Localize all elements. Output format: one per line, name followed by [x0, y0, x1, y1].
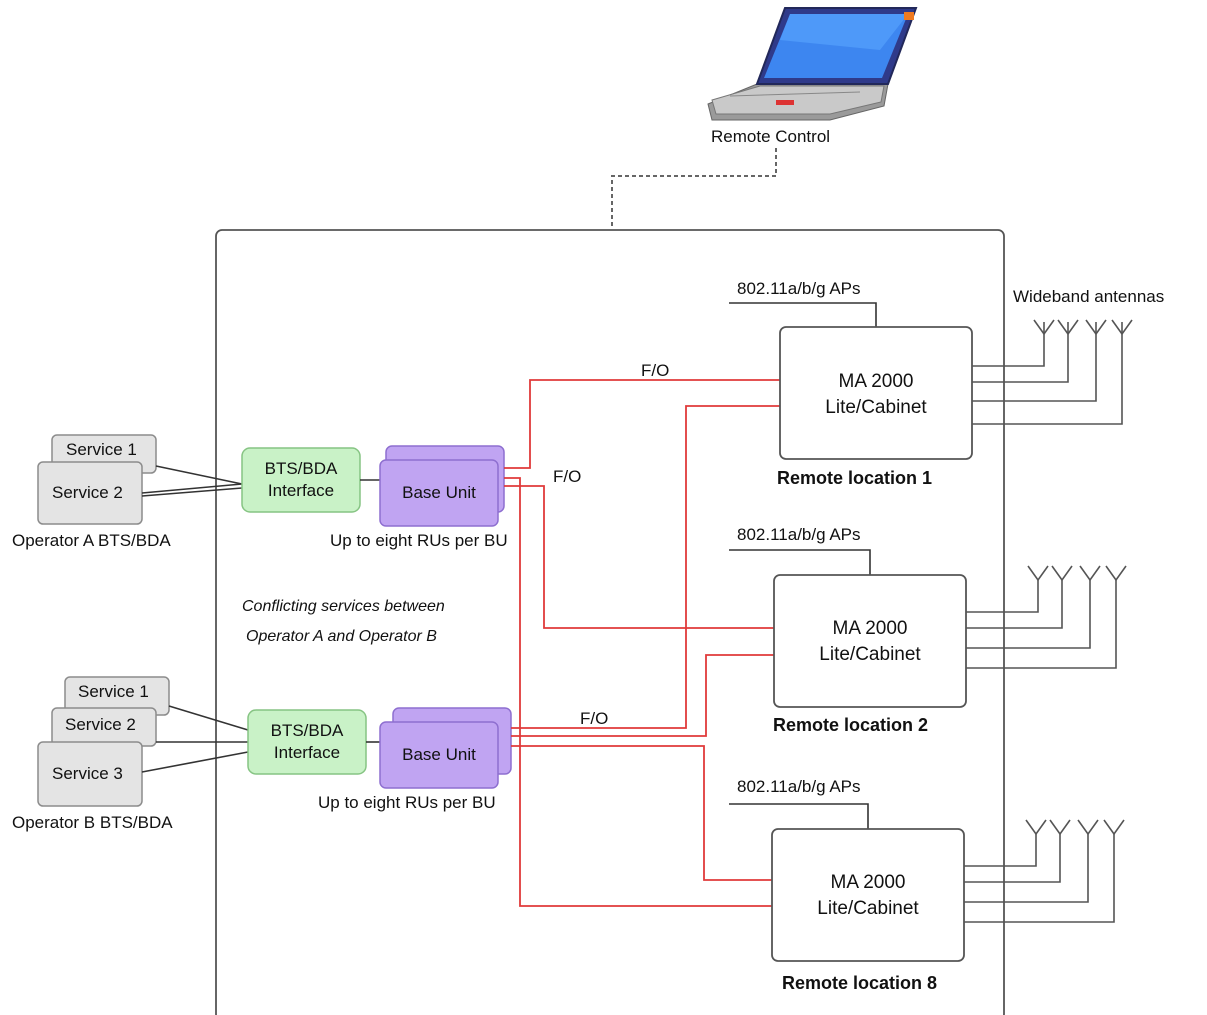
service-wire	[168, 705, 249, 731]
service-label: Service 1	[78, 682, 149, 701]
base-unit-label: Base Unit	[402, 745, 476, 764]
fiber-link	[504, 379, 780, 469]
service-label: Service 2	[65, 715, 136, 734]
fiber-link	[511, 405, 780, 729]
conflict-note: Conflicting services between	[242, 598, 445, 615]
ap-label: 802.11a/b/g APs	[737, 777, 861, 796]
service-wire	[141, 487, 243, 497]
antenna-icon	[1027, 565, 1127, 582]
antenna-feed	[972, 322, 1123, 425]
antenna-feed	[966, 580, 1039, 613]
antenna-icon	[1025, 819, 1125, 836]
fo-label: F/O	[641, 361, 669, 380]
service-wire	[141, 483, 243, 494]
antenna-feed	[964, 834, 1037, 867]
interface-label: BTS/BDA	[271, 721, 344, 740]
antenna-icon	[1033, 319, 1133, 336]
ma2000-unit	[773, 574, 967, 708]
service-label: Service 1	[66, 440, 137, 459]
antenna-feed	[966, 580, 1091, 649]
ma2000-label: Lite/Cabinet	[819, 644, 921, 665]
base-unit-label: Base Unit	[402, 483, 476, 502]
service-label: Service 2	[52, 483, 123, 502]
antenna-feed	[964, 834, 1061, 883]
remote-control-label: Remote Control	[711, 127, 830, 146]
antenna-feed	[966, 580, 1117, 669]
ap-wire	[729, 803, 869, 829]
laptop-icon	[707, 7, 918, 121]
ap-wire	[729, 549, 871, 575]
interface-label: Interface	[268, 481, 334, 500]
remote-location-label: Remote location 2	[773, 715, 928, 735]
antenna-array	[964, 319, 1133, 923]
antenna-feed	[964, 834, 1089, 903]
operator-a-caption: Operator A BTS/BDA	[12, 531, 171, 550]
conflict-note: Operator A and Operator B	[246, 628, 437, 645]
antenna-feed	[966, 580, 1063, 629]
ma2000-unit	[779, 326, 973, 460]
remote-location-label: Remote location 1	[777, 468, 932, 488]
ma2000-label: Lite/Cabinet	[825, 397, 927, 418]
service-box	[37, 741, 143, 807]
operator-b-group: Service 1 Service 2 Service 3	[37, 676, 170, 807]
fiber-link	[511, 654, 774, 737]
ma2000-unit	[771, 828, 965, 962]
interface-label: Interface	[274, 743, 340, 762]
interface-label: BTS/BDA	[265, 459, 338, 478]
antennas-label: Wideband antennas	[1013, 287, 1164, 306]
service-label: Service 3	[52, 764, 123, 783]
fo-label: F/O	[580, 709, 608, 728]
fo-label: F/O	[553, 467, 581, 486]
antenna-feed	[972, 322, 1045, 367]
antenna-feed	[964, 834, 1115, 923]
fiber-link	[511, 745, 772, 881]
bts-bda-interface	[241, 447, 361, 513]
remote-location-label: Remote location 8	[782, 973, 937, 993]
operator-a-group: Service 1 Service 2	[37, 434, 157, 525]
operator-b-caption: Operator B BTS/BDA	[12, 813, 173, 832]
service-wire	[141, 751, 249, 773]
ma2000-label: Lite/Cabinet	[817, 898, 919, 919]
base-unit	[379, 459, 499, 527]
ap-wire	[729, 302, 877, 327]
ma2000-label: MA 2000	[839, 371, 914, 392]
bu-caption: Up to eight RUs per BU	[330, 531, 508, 550]
antenna-feed	[972, 322, 1097, 402]
system-boundary	[215, 229, 1005, 1015]
antenna-feed	[972, 322, 1069, 383]
ap-label: 802.11a/b/g APs	[737, 525, 861, 544]
ap-label: 802.11a/b/g APs	[737, 279, 861, 298]
bu-caption: Up to eight RUs per BU	[318, 793, 496, 812]
service-wire	[155, 465, 243, 485]
remote-link	[611, 148, 777, 226]
fiber-link	[504, 485, 774, 629]
base-unit	[379, 721, 499, 789]
bts-bda-interface	[247, 709, 367, 775]
fiber-link	[504, 477, 772, 907]
ma2000-label: MA 2000	[833, 618, 908, 639]
ma2000-label: MA 2000	[831, 872, 906, 893]
